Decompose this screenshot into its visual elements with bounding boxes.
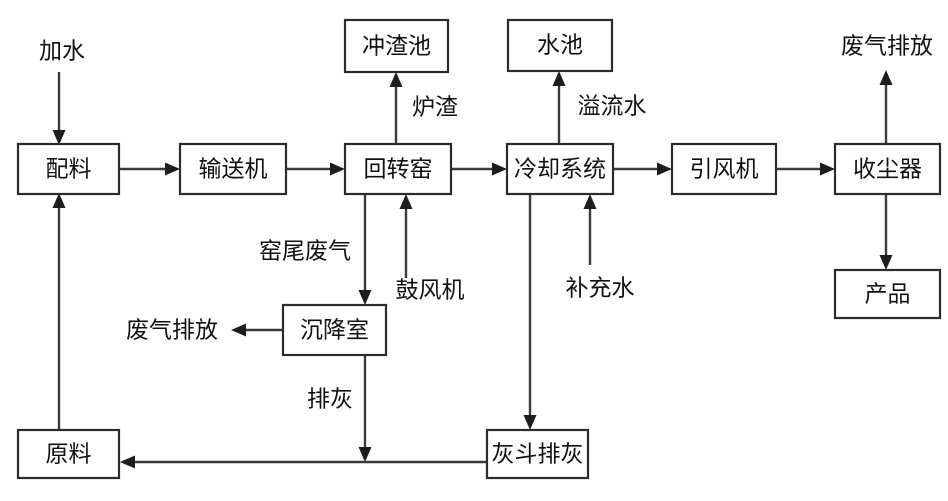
node-yinfengji-label: 引风机 bbox=[690, 157, 759, 183]
node-shouchenqi-label: 收尘器 bbox=[853, 157, 922, 183]
node-huizhuanyao-label: 回转窑 bbox=[364, 157, 433, 183]
edge-label-jiashui: 加水 bbox=[39, 39, 85, 65]
edge-shusongji-to-huizhuanyao bbox=[286, 162, 345, 176]
node-shusongji-label: 输送机 bbox=[199, 157, 268, 183]
node-chongzhachi[interactable]: 冲渣池 bbox=[343, 18, 450, 74]
node-chenjiangshi-label: 沉降室 bbox=[300, 318, 369, 344]
edge-label-luzha-text: 炉渣 bbox=[412, 95, 458, 121]
node-chanpin-label: 产品 bbox=[865, 282, 911, 308]
edge-chenjiangshi-to-bottomline bbox=[358, 355, 372, 462]
node-shuichi[interactable]: 水池 bbox=[506, 18, 614, 73]
node-yinfengji[interactable]: 引风机 bbox=[670, 142, 778, 196]
node-yuanliao[interactable]: 原料 bbox=[16, 428, 121, 480]
edge-label-feiqi-paifang-top: 废气排放 bbox=[841, 34, 933, 60]
edge-lengque-to-huidoupaihui bbox=[523, 194, 537, 430]
edge-shouchenqi-to-exhaust bbox=[879, 70, 893, 146]
edge-label-jiashui-text: 加水 bbox=[39, 39, 85, 65]
edge-yuanliao-to-peiliao bbox=[52, 193, 66, 430]
node-chanpin[interactable]: 产品 bbox=[833, 268, 942, 320]
edge-huizhuanyao-to-chenjiangshi bbox=[358, 194, 372, 305]
edge-label-gufengji-text: 鼓风机 bbox=[396, 278, 465, 304]
node-shouchenqi[interactable]: 收尘器 bbox=[833, 142, 942, 196]
edge-label-luzha: 炉渣 bbox=[412, 95, 458, 121]
node-lengque-xitong[interactable]: 冷却系统 bbox=[505, 142, 615, 196]
edge-label-yiliushui-text: 溢流水 bbox=[578, 94, 647, 120]
edge-label-buchongshui-text: 补充水 bbox=[566, 276, 635, 302]
node-huidoupaihui-label: 灰斗排灰 bbox=[492, 442, 584, 468]
edge-huidoupaihui-to-yuanliao bbox=[120, 455, 487, 469]
node-shusongji[interactable]: 输送机 bbox=[178, 142, 288, 196]
node-peiliao[interactable]: 配料 bbox=[16, 142, 121, 196]
edge-peiliao-to-shusongji bbox=[120, 162, 180, 176]
node-huizhuanyao[interactable]: 回转窑 bbox=[343, 142, 453, 196]
edge-label-feiqi-paifang-top-text: 废气排放 bbox=[841, 34, 933, 60]
edge-label-yaowei-feiqi-text: 窑尾废气 bbox=[259, 239, 351, 265]
edge-label-yaowei-feiqi: 窑尾废气 bbox=[259, 239, 351, 265]
edge-label-yiliushui: 溢流水 bbox=[578, 94, 647, 120]
edge-shouchenqi-to-chanpin bbox=[879, 194, 893, 270]
node-chenjiangshi[interactable]: 沉降室 bbox=[281, 303, 388, 357]
edge-label-gufengji: 鼓风机 bbox=[396, 278, 465, 304]
node-chongzhachi-label: 冲渣池 bbox=[362, 34, 431, 60]
edge-lengque-to-shuichi bbox=[552, 71, 566, 144]
node-huidoupaihui[interactable]: 灰斗排灰 bbox=[485, 428, 590, 480]
edge-huizhuanyao-to-chongzhachi bbox=[389, 72, 403, 144]
edge-label-buchongshui: 补充水 bbox=[566, 276, 635, 302]
edge-makeupwater-to-lengque bbox=[583, 194, 597, 265]
node-shuichi-label: 水池 bbox=[537, 33, 583, 59]
node-peiliao-label: 配料 bbox=[46, 157, 92, 183]
edge-lengque-to-yinfengji bbox=[613, 162, 672, 176]
node-yuanliao-label: 原料 bbox=[46, 442, 92, 468]
edge-chenjiangshi-to-exhaust bbox=[231, 323, 283, 337]
edge-huizhuanyao-to-lengque bbox=[451, 162, 507, 176]
edge-water-to-peiliao bbox=[52, 72, 66, 145]
edge-yinfengji-to-shouchenqi bbox=[776, 162, 835, 176]
node-lengque-xitong-label: 冷却系统 bbox=[514, 157, 606, 183]
edge-label-paihui: 排灰 bbox=[307, 387, 353, 413]
edge-blower-to-huizhuanyao bbox=[399, 194, 413, 278]
edge-label-paihui-text: 排灰 bbox=[307, 387, 353, 413]
edge-label-feiqi-paifang-mid-text: 废气排放 bbox=[126, 318, 218, 344]
edge-label-feiqi-paifang-mid: 废气排放 bbox=[126, 318, 218, 344]
